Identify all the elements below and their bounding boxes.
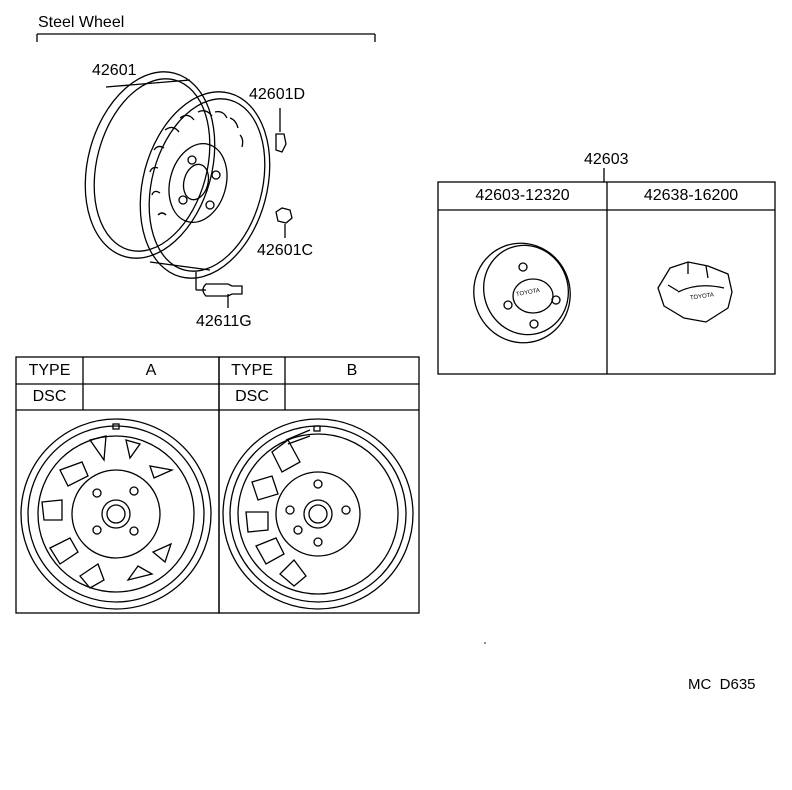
- balance-weight-drawing: [275, 108, 287, 153]
- ornament-table: [437, 168, 776, 375]
- ornament-col2-header: 42638-16200: [643, 187, 739, 204]
- valve-drawing: [195, 272, 243, 308]
- type-b-type-value: B: [346, 362, 358, 379]
- wheel-type-b-drawing: [222, 418, 414, 610]
- type-b-dsc-label: DSC: [235, 388, 269, 405]
- part-number-balance-weight: 42601D: [249, 86, 306, 103]
- type-table-b: [218, 356, 420, 614]
- part-number-ornament: 42603: [584, 151, 629, 168]
- part-number-valve: 42611G: [196, 313, 252, 330]
- type-b-type-label: TYPE: [231, 362, 273, 379]
- section-title: Steel Wheel: [38, 14, 125, 31]
- section-bracket: [36, 33, 376, 42]
- ornament-1-drawing: [473, 242, 571, 344]
- ornament-col1-header: 42603-12320: [475, 187, 570, 204]
- type-a-dsc-label: DSC: [32, 388, 67, 405]
- page-code: MC D635: [688, 676, 756, 693]
- ornament-2-drawing: [657, 261, 733, 323]
- type-a-type-label: TYPE: [28, 362, 71, 379]
- nut-drawing: [275, 207, 293, 238]
- steel-wheel-drawing: [84, 71, 271, 279]
- wheel-type-a-drawing: [20, 418, 212, 610]
- part-number-wheel: 42601: [92, 62, 137, 79]
- type-a-type-value: A: [145, 362, 157, 379]
- part-number-nut: 42601C: [257, 242, 314, 259]
